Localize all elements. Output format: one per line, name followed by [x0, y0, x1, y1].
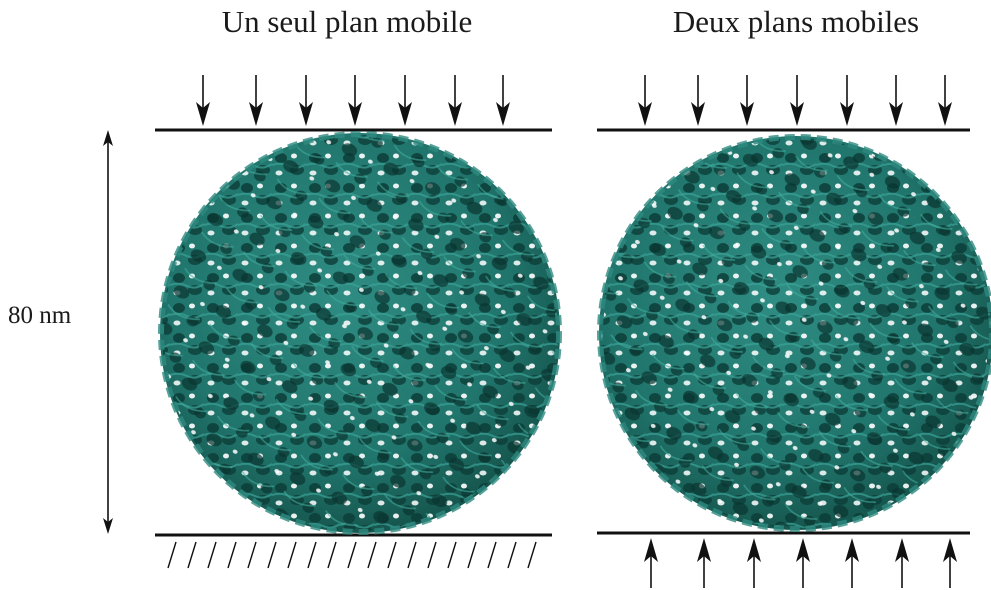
- left-panel-title: Un seul plan mobile: [221, 4, 473, 39]
- right-panel: [597, 75, 991, 588]
- right-force-arrows-down: [638, 75, 952, 126]
- right-porous-nanoparticle: [597, 134, 991, 532]
- right-force-arrows-up: [644, 538, 957, 588]
- left-porous-nanoparticle: [158, 131, 562, 535]
- dimension-arrow-bottom: [103, 518, 113, 534]
- dimension-arrow-top: [103, 130, 113, 146]
- fixed-plane-hatching: [167, 541, 537, 569]
- dimension-label: 80 nm: [8, 302, 72, 329]
- right-panel-title: Deux plans mobiles: [672, 4, 920, 39]
- left-panel: [155, 75, 562, 569]
- left-force-arrows-down: [196, 75, 510, 126]
